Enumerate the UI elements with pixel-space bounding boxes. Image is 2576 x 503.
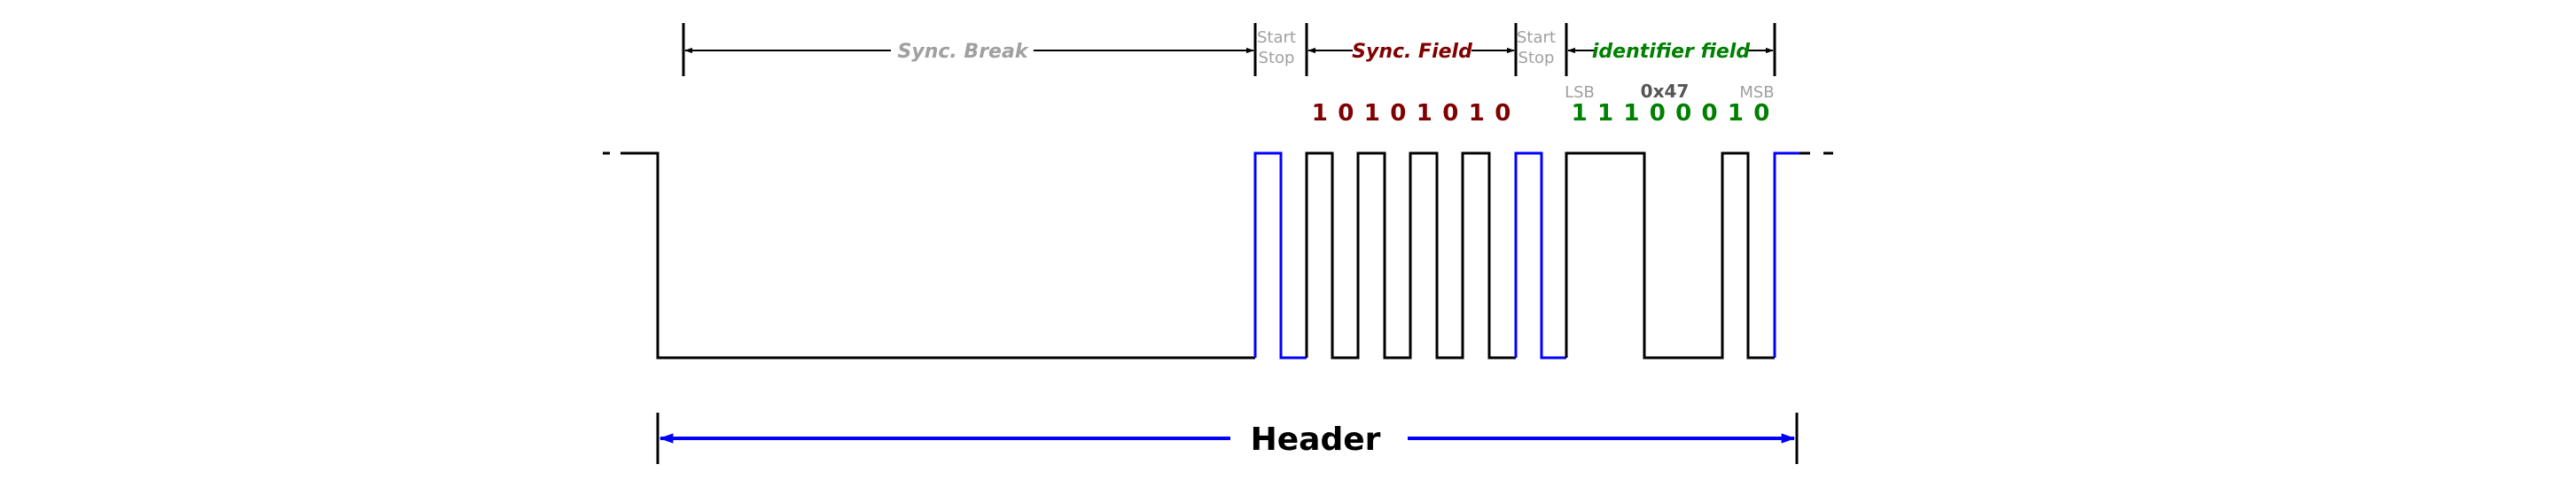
sync-bit-5: 0: [1442, 100, 1458, 127]
signal-identifier-segment: [1565, 151, 1775, 360]
identifier-bit-0: 1: [1572, 100, 1588, 127]
signal-stop-bit-end: [1773, 151, 1799, 358]
signal-sync-field-segment: [1305, 151, 1516, 360]
start-bit-label-1: Start: [1257, 28, 1296, 47]
sync-bit-4: 1: [1417, 100, 1432, 127]
identifier-bit-7: 0: [1753, 100, 1769, 127]
sync-bit-0: 1: [1312, 100, 1328, 127]
header-span: Header: [656, 413, 1799, 464]
identifier-bit-5: 0: [1702, 100, 1718, 127]
identifier-field-label: identifier field: [1592, 41, 1750, 63]
sync-break-label: Sync. Break: [898, 41, 1029, 63]
identifier-bit-6: 1: [1728, 100, 1744, 127]
identifier-bit-4: 0: [1675, 100, 1691, 127]
sync-bit-2: 1: [1364, 100, 1380, 127]
signal-start-stop-bits-1: [1253, 151, 1307, 360]
signal-start-stop-bits-2: [1514, 151, 1566, 360]
identifier-bit-1: 1: [1597, 100, 1613, 127]
sync-field-label: Sync. Field: [1352, 41, 1472, 63]
sync-bit-7: 0: [1495, 100, 1510, 127]
header-label: Header: [1251, 422, 1381, 458]
start-bit-label-2: Start: [1517, 28, 1556, 47]
identifier-bit-2: 1: [1623, 100, 1639, 127]
field-brackets: [682, 23, 1776, 76]
identifier-bit-3: 0: [1650, 100, 1666, 127]
sync-bit-3: 0: [1390, 100, 1406, 127]
signal-waveform: [603, 151, 1833, 360]
lsb-label: LSB: [1565, 83, 1595, 102]
stop-bit-label-2: Stop: [1518, 49, 1555, 67]
msb-label: MSB: [1739, 83, 1774, 102]
sync-bit-1: 0: [1338, 100, 1354, 127]
hex-id-label: 0x47: [1641, 81, 1690, 102]
signal-sync-break-segment: [621, 151, 1255, 360]
sync-bit-6: 1: [1469, 100, 1485, 127]
stop-bit-label-1: Stop: [1259, 49, 1295, 67]
